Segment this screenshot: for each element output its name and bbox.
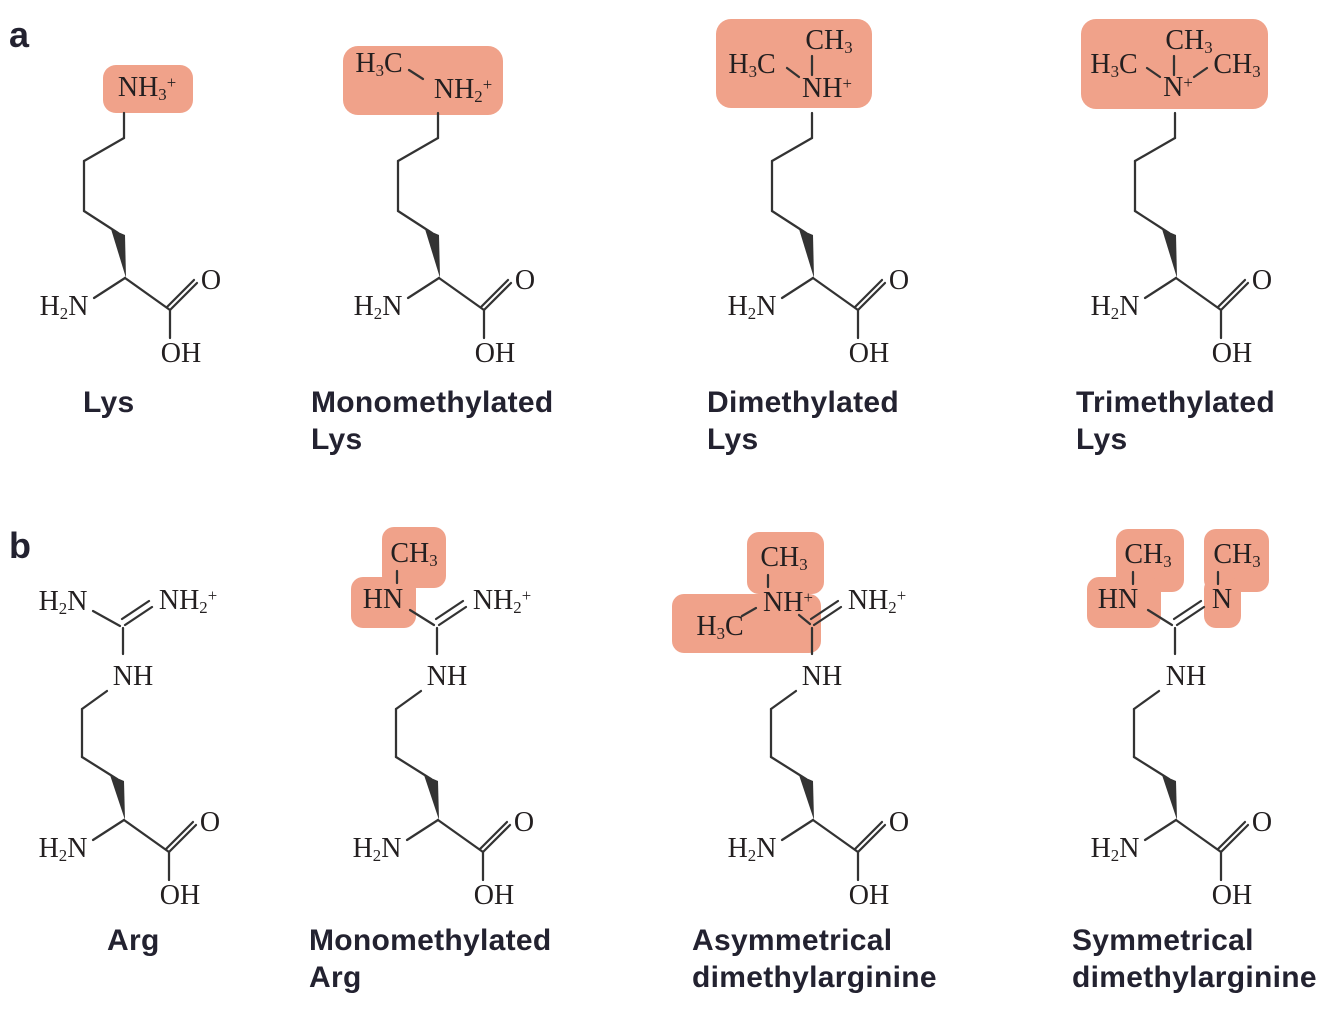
arg-head-bonds xyxy=(91,599,154,628)
highlight-sdma-right-ch3 xyxy=(1204,529,1269,592)
atom-label-o: O xyxy=(514,265,536,296)
highlight-sdma-right-n xyxy=(1204,577,1241,628)
atom-label-oh: OH xyxy=(1211,880,1253,911)
trimethyl-lys-head-bonds xyxy=(1145,54,1209,79)
caption-lys: Lys xyxy=(83,384,134,421)
caption-line: Lys xyxy=(707,423,759,456)
highlight-monomethyl-arg-hn xyxy=(351,577,416,628)
caption-line: Trimethylated xyxy=(1076,386,1275,419)
atom-label-nh-cation: NH+ xyxy=(802,73,852,104)
atom-label-n-cation: N+ xyxy=(1163,72,1193,103)
atom-label-nh: NH xyxy=(426,661,468,692)
atom-label-h2n: H2N xyxy=(353,291,403,324)
dimethyl-lys-head-bonds xyxy=(785,54,814,79)
caption-monomethylated-lys: Monomethylated Lys xyxy=(311,384,554,458)
monomethyl-arg-head-bonds xyxy=(395,569,468,627)
atom-label-o: O xyxy=(888,265,910,296)
atom-label-oh: OH xyxy=(474,338,516,369)
atom-label-nh2-cation: NH2+ xyxy=(433,74,493,107)
caption-trimethylated-lys: Trimethylated Lys xyxy=(1076,384,1275,458)
caption-line: Arg xyxy=(107,924,160,957)
atom-label-o: O xyxy=(200,265,222,296)
lysine-skeleton xyxy=(82,111,199,340)
caption-line: Asymmetrical xyxy=(692,924,893,957)
atom-label-hn: HN xyxy=(1097,584,1139,615)
lysine-skeleton xyxy=(396,111,513,340)
caption-line: Lys xyxy=(311,423,363,456)
monomethyl-lys-head-bonds xyxy=(407,68,425,81)
highlight-dimethyl-lys xyxy=(716,19,872,108)
highlight-sdma-left-hn xyxy=(1087,577,1161,628)
atom-label-h3c: H3C xyxy=(696,611,744,644)
atom-label-n: N xyxy=(1211,584,1233,615)
atom-label-o: O xyxy=(888,807,910,838)
caption-line: Arg xyxy=(309,961,362,994)
caption-line: Lys xyxy=(1076,423,1128,456)
atom-label-h2n: H2N xyxy=(352,833,402,866)
atom-label-h3c: H3C xyxy=(728,49,776,82)
atom-label-h2n: H2N xyxy=(727,833,777,866)
atom-label-h3c: H3C xyxy=(355,48,403,81)
panel-label-a: a xyxy=(9,14,30,55)
caption-line: Monomethylated xyxy=(311,386,554,419)
atom-label-nh: NH xyxy=(1165,661,1207,692)
atom-label-h2n: H2N xyxy=(1090,833,1140,866)
caption-monomethylated-arg: Monomethylated Arg xyxy=(309,922,552,996)
caption-arg: Arg xyxy=(107,922,160,959)
atom-label-o: O xyxy=(1251,807,1273,838)
highlight-adma-ch3 xyxy=(747,532,824,594)
atom-label-h2n: H2N xyxy=(38,833,88,866)
atom-label-oh: OH xyxy=(159,880,201,911)
atom-label-ch3: CH3 xyxy=(760,542,808,575)
atom-label-nh-cation: NH+ xyxy=(763,587,813,618)
caption-asymmetrical-dimethylarginine: Asymmetrical dimethylarginine xyxy=(692,922,937,996)
atom-label-o: O xyxy=(513,807,535,838)
atom-label-h2n: H2N xyxy=(727,291,777,324)
atom-label-ch3: CH3 xyxy=(1165,25,1213,58)
caption-dimethylated-lys: Dimethylated Lys xyxy=(707,384,899,458)
caption-line: Lys xyxy=(83,386,135,419)
highlight-monomethyl-lys xyxy=(343,46,503,115)
adma-head-bonds xyxy=(740,573,843,627)
sdma-head-bonds xyxy=(1131,570,1220,627)
atom-label-oh: OH xyxy=(473,880,515,911)
atom-label-nh3-cation: NH3+ xyxy=(117,72,177,105)
atom-label-nh2-cation: NH2+ xyxy=(158,585,218,618)
highlight-regions xyxy=(103,19,1269,653)
caption-line: Dimethylated xyxy=(707,386,899,419)
atom-label-oh: OH xyxy=(1211,338,1253,369)
atom-label-oh: OH xyxy=(160,338,202,369)
caption-line: dimethylarginine xyxy=(1072,961,1317,994)
atom-label-h2n: H2N xyxy=(38,586,88,619)
atom-label-ch3: CH3 xyxy=(390,538,438,571)
atom-label-nh: NH xyxy=(112,661,154,692)
atom-label-h2n: H2N xyxy=(39,291,89,324)
highlight-adma-h3c-nh xyxy=(672,594,821,653)
atom-label-oh: OH xyxy=(848,880,890,911)
caption-line: Monomethylated xyxy=(309,924,552,957)
panel-label-b: b xyxy=(9,525,31,566)
atom-label-h3c: H3C xyxy=(1090,49,1138,82)
caption-symmetrical-dimethylarginine: Symmetrical dimethylarginine xyxy=(1072,922,1317,996)
caption-line: Symmetrical xyxy=(1072,924,1254,957)
caption-line: dimethylarginine xyxy=(692,961,937,994)
atom-label-ch3: CH3 xyxy=(1213,49,1261,82)
atom-label-nh2-cation: NH2+ xyxy=(472,585,532,618)
atom-label-h2n: H2N xyxy=(1090,291,1140,324)
atom-label-hn: HN xyxy=(362,584,404,615)
lysine-skeleton xyxy=(1133,111,1250,340)
atom-label-oh: OH xyxy=(848,338,890,369)
atom-label-ch3: CH3 xyxy=(805,25,853,58)
atom-label-nh: NH xyxy=(801,661,843,692)
highlight-lys-nh3 xyxy=(103,65,193,113)
atom-label-ch3: CH3 xyxy=(1124,539,1172,572)
atom-label-nh2-cation: NH2+ xyxy=(847,585,907,618)
atom-label-o: O xyxy=(199,807,221,838)
atom-label-ch3: CH3 xyxy=(1213,539,1261,572)
lysine-skeleton xyxy=(770,111,887,340)
atom-label-o: O xyxy=(1251,265,1273,296)
